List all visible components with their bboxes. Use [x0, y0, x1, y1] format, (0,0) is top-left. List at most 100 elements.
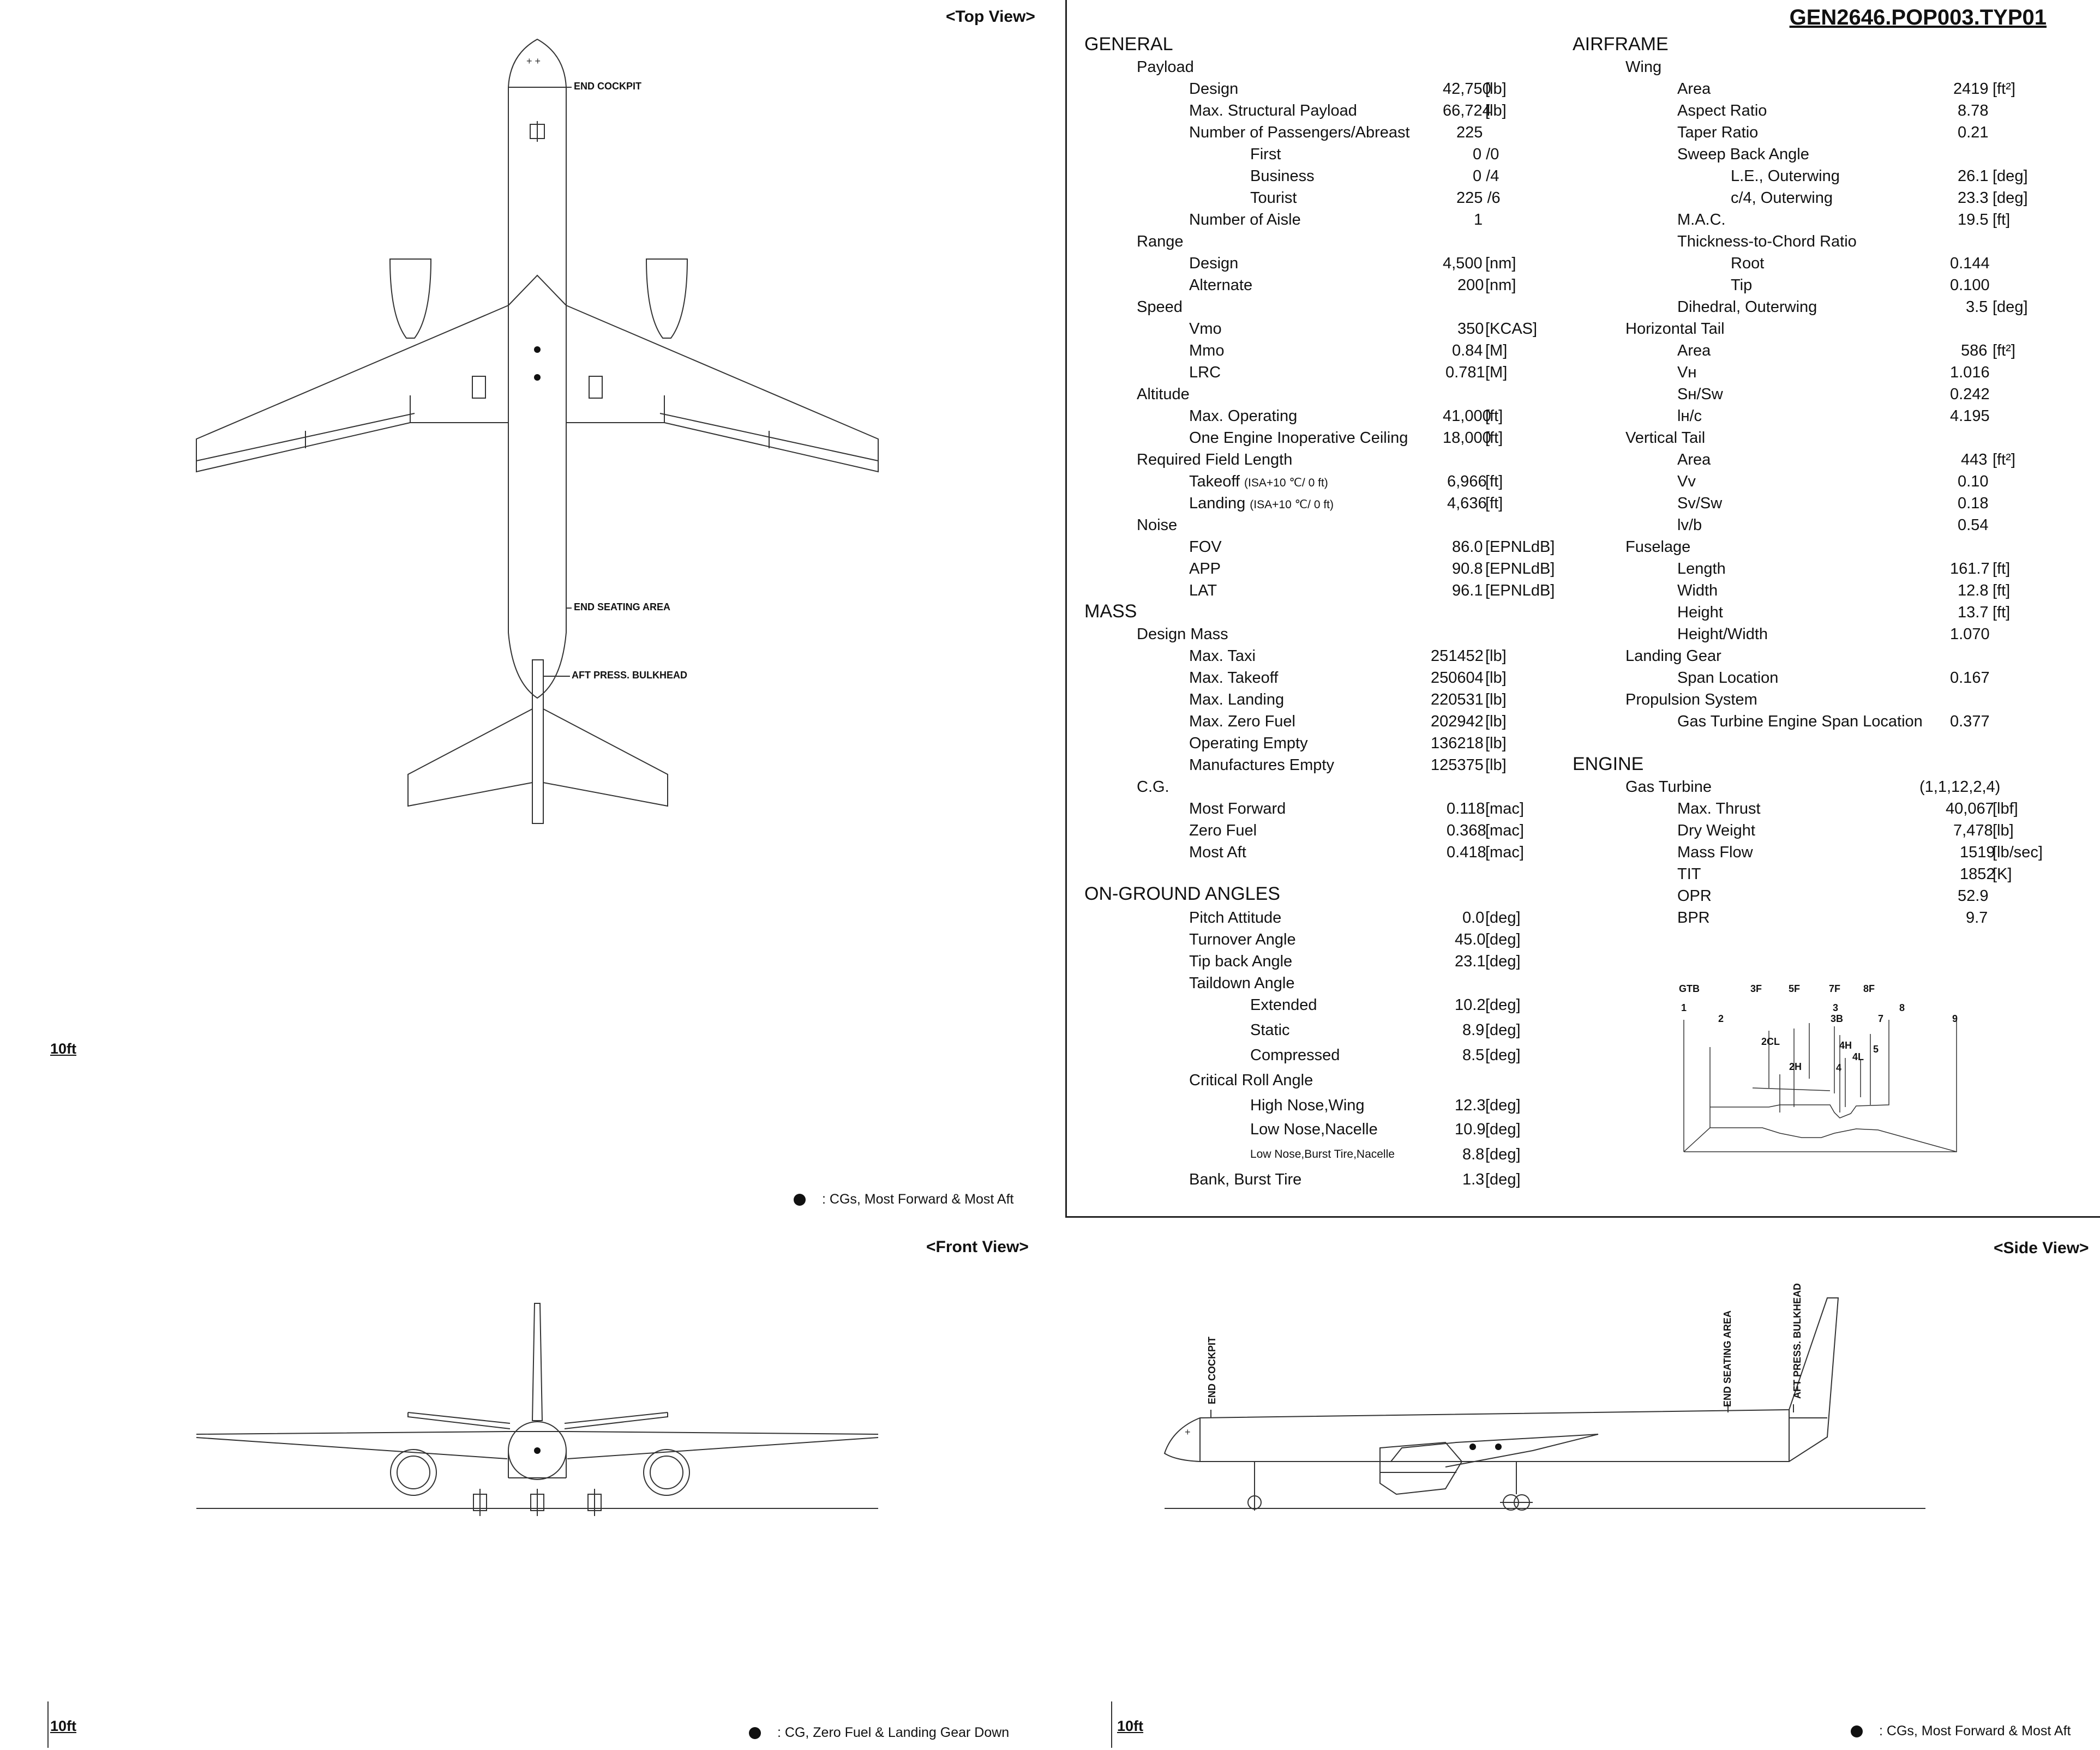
general-heading: GENERAL: [1084, 34, 1173, 55]
range-label: Range: [1137, 233, 1184, 250]
top-end-cockpit-label: END COCKPIT: [574, 81, 642, 92]
wing-area-value: 2419: [1953, 80, 1989, 98]
tip-label: Tip: [1731, 276, 1753, 294]
payload-label: Payload: [1137, 58, 1194, 76]
side-view-title: <Side View>: [1994, 1239, 2089, 1257]
mtow-value: 250604: [1431, 669, 1484, 687]
vtail-area-value: 443: [1961, 451, 1988, 468]
compressed-label: Compressed: [1250, 1047, 1340, 1064]
turnover-value: 45.0: [1455, 931, 1486, 948]
thrust-value: 40,067: [1946, 800, 1994, 817]
front-scale-label: 10ft: [50, 1718, 77, 1734]
mew-value: 125375: [1431, 756, 1484, 774]
payload-max-label: Max. Structural Payload: [1189, 102, 1357, 119]
svsw-label: Sᴠ/Sᴡ: [1677, 495, 1723, 512]
tit-unit: [K]: [1993, 865, 2012, 883]
eng-label-3b: 3B: [1831, 1013, 1844, 1024]
engine-heading: ENGINE: [1573, 754, 1644, 774]
tit-value: 1852: [1960, 865, 1995, 883]
eng-label-2cl: 2CL: [1761, 1036, 1780, 1047]
oew-unit: [lb]: [1485, 735, 1507, 752]
business-label: Business: [1250, 167, 1315, 185]
taildown-label: Taildown Angle: [1189, 975, 1295, 992]
lvb-value: 0.54: [1958, 516, 1989, 534]
c4-value: 23.3: [1958, 189, 1989, 207]
takeoff-unit: [ft]: [1485, 473, 1503, 490]
mmo-value: 0.84: [1452, 342, 1483, 359]
legend-dot-icon: [749, 1727, 761, 1739]
c4-unit: [deg]: [1993, 189, 2028, 207]
opr-label: OPR: [1677, 887, 1712, 905]
config-code: GEN2646.POP003.TYP01: [1789, 5, 2047, 29]
burst-label: Low Nose,Burst Tire,Nacelle: [1250, 1148, 1395, 1160]
cg-aft-label: Most Aft: [1189, 844, 1246, 861]
mzfw-unit: [lb]: [1485, 713, 1507, 730]
lrc-value: 0.781: [1445, 364, 1485, 381]
top-legend-text: : CGs, Most Forward & Most Aft: [822, 1192, 1014, 1207]
cg-zf-unit: [mac]: [1485, 822, 1524, 839]
le-label: L.E., Outerwing: [1731, 167, 1840, 185]
flow-unit: [lb/sec]: [1993, 844, 2043, 861]
gear-span-label: Span Location: [1677, 669, 1779, 687]
opr-value: 52.9: [1958, 887, 1989, 905]
flow-value: 1519: [1960, 844, 1995, 861]
mmo-unit: [M]: [1485, 342, 1508, 359]
svg-text:+ +: + +: [526, 56, 541, 67]
spec-panel: GEN2646.POP003.TYP01 GENERAL Payload Des…: [1065, 0, 2100, 1218]
taxi-value: 251452: [1431, 647, 1484, 665]
thrust-label: Max. Thrust: [1677, 800, 1761, 817]
compressed-value: 8.5: [1462, 1047, 1485, 1064]
thrust-unit: [lbf]: [1993, 800, 2018, 817]
app-label: APP: [1189, 560, 1221, 578]
pitch-unit: [deg]: [1485, 909, 1521, 927]
first-label: First: [1250, 146, 1281, 163]
maxop-label: Max. Operating: [1189, 407, 1298, 425]
vmo-label: Vmo: [1189, 320, 1222, 338]
mac-unit: [ft]: [1993, 211, 2011, 228]
fov-label: FOV: [1189, 538, 1222, 556]
wing-label: Wing: [1625, 58, 1662, 76]
eng-label-9: 9: [1952, 1013, 1958, 1024]
front-legend-text: : CG, Zero Fuel & Landing Gear Down: [777, 1725, 1010, 1740]
side-end-seating-label: END SEATING AREA: [1722, 1310, 1733, 1407]
cg-label: C.G.: [1137, 778, 1169, 796]
pax-value: 225: [1456, 124, 1483, 141]
landing-label-text: Landing: [1189, 495, 1246, 512]
vv-value: 0.10: [1958, 473, 1989, 490]
cg-fwd-label: Most Forward: [1189, 800, 1286, 817]
landing-label: Landing (ISA+10 ℃/ 0 ft): [1189, 494, 1334, 514]
low-nose-unit: [deg]: [1485, 1121, 1521, 1138]
takeoff-label: Takeoff (ISA+10 ℃/ 0 ft): [1189, 472, 1328, 492]
taxi-unit: [lb]: [1485, 647, 1507, 665]
dry-label: Dry Weight: [1677, 822, 1755, 839]
aisle-label: Number of Aisle: [1189, 211, 1301, 228]
oei-label: One Engine Inoperative Ceiling: [1189, 429, 1408, 447]
range-design-label: Design: [1189, 255, 1239, 272]
landing-cond: (ISA+10 ℃/ 0 ft): [1250, 498, 1334, 511]
side-scale-label: 10ft: [1117, 1718, 1144, 1734]
business-value: 0 /4: [1473, 167, 1499, 185]
speed-label: Speed: [1137, 298, 1183, 316]
length-value: 161.7: [1950, 560, 1990, 578]
mtow-unit: [lb]: [1485, 669, 1507, 687]
dihedral-unit: [deg]: [1993, 298, 2028, 316]
lhc-label: lʜ/c: [1677, 407, 1702, 425]
side-legend: : CGs, Most Forward & Most Aft: [1851, 1723, 2071, 1739]
vh-value: 1.016: [1950, 364, 1990, 381]
app-unit: [EPNLdB]: [1485, 560, 1555, 578]
extended-value: 10.2: [1455, 996, 1486, 1014]
top-view-drawing: + +: [196, 38, 879, 824]
bpr-label: BPR: [1677, 909, 1710, 927]
vmo-value: 350: [1457, 320, 1484, 338]
top-legend: : CGs, Most Forward & Most Aft: [794, 1192, 1013, 1207]
mzfw-value: 202942: [1431, 713, 1484, 730]
vmo-unit: [KCAS]: [1485, 320, 1538, 338]
ar-label: Aspect Ratio: [1677, 102, 1767, 119]
eng-label-7f: 7F: [1829, 983, 1841, 994]
dihedral-label: Dihedral, Outerwing: [1677, 298, 1817, 316]
side-view-drawing: +: [1111, 1297, 1925, 1748]
width-unit: [ft]: [1993, 582, 2011, 599]
compressed-unit: [deg]: [1485, 1047, 1521, 1064]
taxi-label: Max. Taxi: [1189, 647, 1256, 665]
le-value: 26.1: [1958, 167, 1989, 185]
